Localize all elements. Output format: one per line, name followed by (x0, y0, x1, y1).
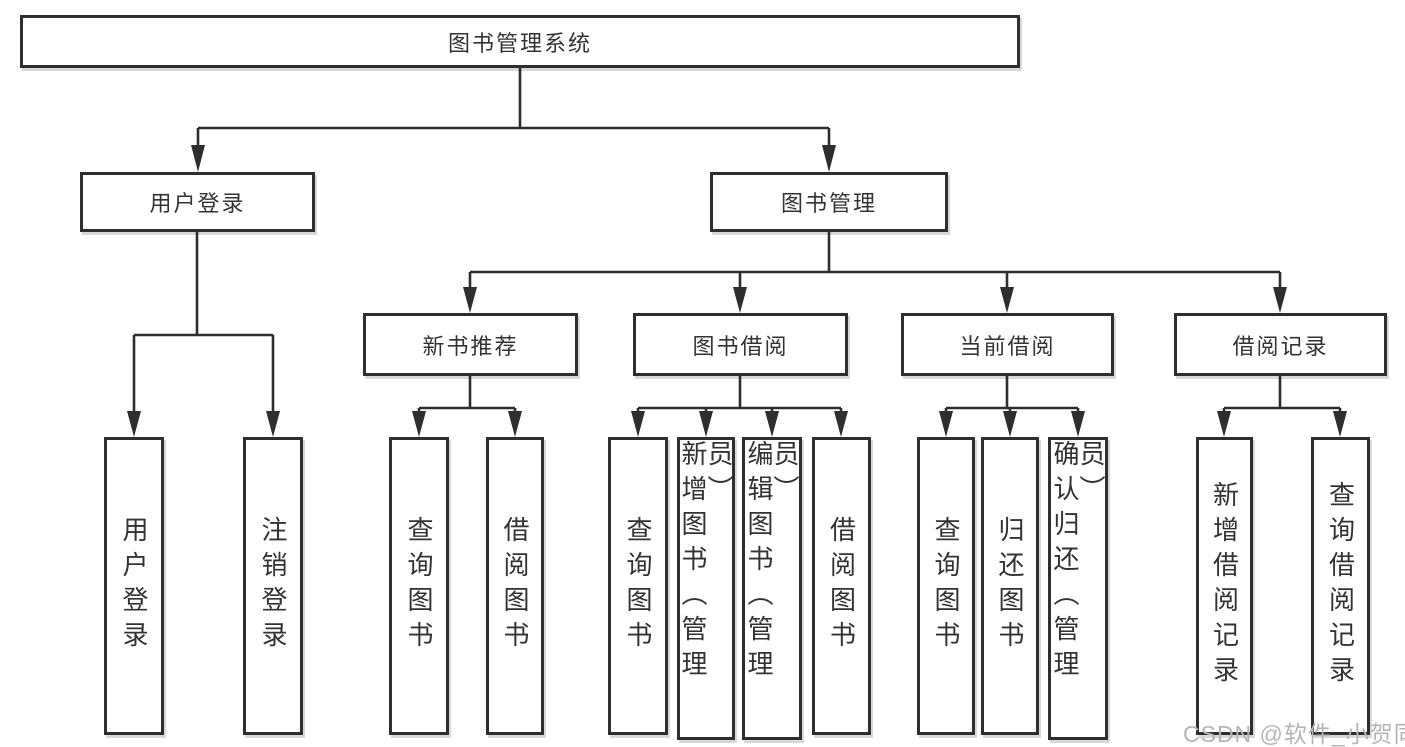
node-library-system: 图书管理系统 (20, 15, 1020, 68)
leaf-add-borrow-record: 新增借阅记录 (1196, 437, 1253, 735)
leaf-query-books-1: 查询图书 (389, 437, 449, 735)
node-new-book-recommend: 新书推荐 (363, 313, 578, 376)
node-user-login: 用户登录 (80, 172, 315, 232)
leaf-query-books-3: 查询图书 (917, 437, 975, 735)
leaf-borrow-books-1: 借阅图书 (486, 437, 544, 735)
node-book-borrow: 图书借阅 (633, 313, 848, 376)
csdn-watermark: CSDN @软件_小贺同学 (1183, 721, 1405, 747)
leaf-borrow-books-2: 借阅图书 (812, 437, 871, 735)
leaf-user-login: 用户登录 (104, 437, 164, 735)
leaf-edit-book-admin: 编辑图书（管理员） (742, 437, 802, 740)
leaf-confirm-return-admin: 确认归还（管理员） (1048, 437, 1108, 740)
leaf-return-book: 归还图书 (981, 437, 1039, 735)
leaf-logout-login: 注销登录 (243, 437, 303, 735)
leaf-add-book-admin: 新增图书（管理员） (677, 437, 735, 740)
node-current-borrow: 当前借阅 (901, 313, 1114, 376)
node-borrow-records: 借阅记录 (1174, 313, 1387, 376)
node-book-management: 图书管理 (710, 172, 948, 232)
leaf-query-borrow-record: 查询借阅记录 (1311, 437, 1370, 735)
leaf-query-books-2: 查询图书 (608, 437, 668, 735)
